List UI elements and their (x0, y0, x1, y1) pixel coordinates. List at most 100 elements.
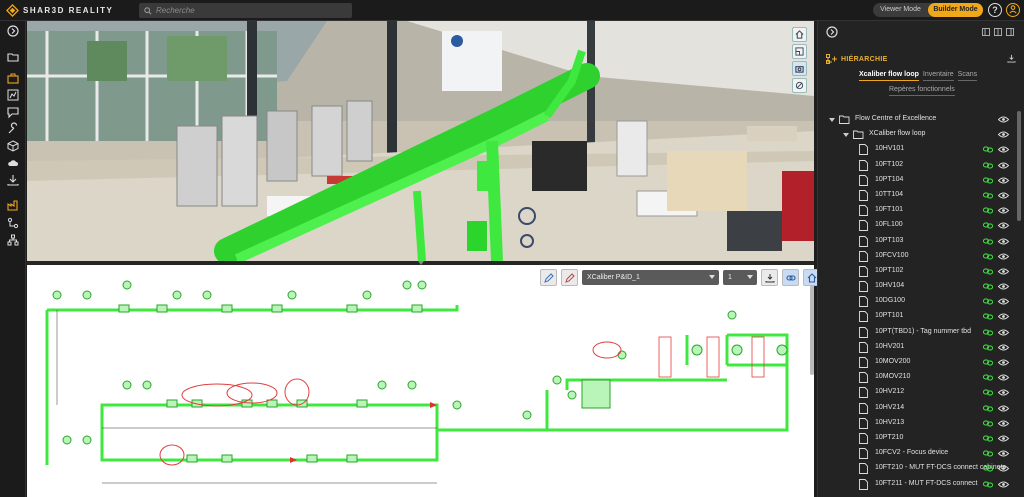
link-icon[interactable] (983, 282, 993, 291)
eye-icon[interactable] (997, 465, 1010, 472)
annotate-button[interactable] (540, 269, 557, 286)
link-icon[interactable] (983, 161, 993, 170)
layout-right-icon[interactable] (1006, 28, 1014, 36)
viewer-mode-button[interactable]: Viewer Mode (880, 6, 921, 13)
link-icon[interactable] (983, 176, 993, 185)
tree-item-row[interactable]: 10FT211 - MUT FT-DCS connect (818, 477, 1014, 492)
eye-icon[interactable] (997, 238, 1010, 245)
download-icon[interactable] (1007, 54, 1016, 63)
tools-icon[interactable] (7, 122, 19, 135)
view-splitter[interactable] (27, 261, 814, 265)
tree-item-row[interactable]: 10PT102 (818, 264, 1014, 279)
folder-icon[interactable] (7, 51, 19, 63)
panel-toggle-icon[interactable] (826, 26, 838, 38)
link-icon[interactable] (983, 237, 993, 246)
pid-diagram[interactable]: XCaliber P&ID_1 1 (27, 265, 820, 497)
eye-icon[interactable] (997, 146, 1010, 153)
link-icon[interactable] (983, 419, 993, 428)
tab-reperes-fonctionnels[interactable]: Repères fonctionnels (889, 86, 955, 96)
tree-item-row[interactable]: 10MOV200 (818, 355, 1014, 370)
tree-item-row[interactable]: 10HV213 (818, 416, 1014, 431)
link-icon[interactable] (983, 221, 993, 230)
search-input[interactable] (156, 6, 346, 15)
caret-down-icon[interactable] (843, 133, 849, 138)
tab-flow-loop[interactable]: Xcaliber flow loop (859, 71, 919, 81)
link-icon[interactable] (983, 297, 993, 306)
tree-item-row[interactable]: 10PT101 (818, 309, 1014, 324)
eye-icon[interactable] (997, 283, 1010, 290)
eye-icon[interactable] (997, 116, 1010, 123)
eye-icon[interactable] (997, 389, 1010, 396)
eye-icon[interactable] (997, 405, 1010, 412)
link-icon[interactable] (983, 358, 993, 367)
eye-icon[interactable] (997, 131, 1010, 138)
eye-icon[interactable] (997, 344, 1010, 351)
tree-item-row[interactable]: 10FT101 (818, 203, 1014, 218)
workflow-icon[interactable] (7, 217, 19, 229)
tree-item-row[interactable]: 10HV101 (818, 142, 1014, 157)
viewer-3d[interactable] (27, 21, 814, 264)
tree-item-row[interactable]: 10MOV210 (818, 370, 1014, 385)
tree-item-row[interactable]: 10PT210 (818, 431, 1014, 446)
tree-item-row[interactable]: 10HV201 (818, 340, 1014, 355)
tree-item-row[interactable]: 10HV104 (818, 279, 1014, 294)
tab-scans[interactable]: Scans (957, 71, 978, 81)
tree-item-row[interactable]: 10DG100 (818, 294, 1014, 309)
link-icon[interactable] (983, 373, 993, 382)
eye-icon[interactable] (997, 253, 1010, 260)
tree-item-row[interactable]: 10FT102 (818, 158, 1014, 173)
link-icon[interactable] (983, 267, 993, 276)
link-icon[interactable] (983, 191, 993, 200)
layout-left-icon[interactable] (982, 28, 990, 36)
link-icon[interactable] (983, 480, 993, 489)
home-view-button[interactable] (792, 27, 807, 42)
tree-item-row[interactable]: 10FCV100 (818, 249, 1014, 264)
tree-item-row[interactable]: 10FCV2 - Focus device (818, 446, 1014, 461)
cloud-icon[interactable] (7, 157, 19, 169)
eye-icon[interactable] (997, 313, 1010, 320)
page-select[interactable]: 1 (723, 270, 757, 285)
eye-icon[interactable] (997, 207, 1010, 214)
briefcase-icon[interactable] (7, 72, 19, 84)
collapse-toggle-icon[interactable] (7, 25, 19, 37)
sync-view-button[interactable] (782, 269, 799, 286)
eye-icon[interactable] (997, 192, 1010, 199)
layout-split-icon[interactable] (994, 28, 1002, 36)
link-icon[interactable] (983, 328, 993, 337)
user-avatar-icon[interactable] (1006, 3, 1020, 17)
tree-item-row[interactable]: 10TT104 (818, 188, 1014, 203)
tree-item-row[interactable]: 10PT103 (818, 234, 1014, 249)
sitemap-icon[interactable] (7, 234, 19, 246)
eye-icon[interactable] (997, 329, 1010, 336)
link-icon[interactable] (983, 252, 993, 261)
eye-icon[interactable] (997, 374, 1010, 381)
link-icon[interactable] (983, 464, 993, 473)
hide-button[interactable] (792, 78, 807, 93)
eye-icon[interactable] (997, 450, 1010, 457)
camera-button[interactable] (792, 61, 807, 76)
document-select[interactable]: XCaliber P&ID_1 (582, 270, 719, 285)
panel-scrollbar[interactable] (1017, 111, 1021, 221)
eye-icon[interactable] (997, 420, 1010, 427)
tree-item-row[interactable]: 10HV212 (818, 385, 1014, 400)
tree-item-row[interactable]: 10HV214 (818, 401, 1014, 416)
splitter-handle-icon[interactable] (418, 261, 424, 265)
logo[interactable]: SHAR3D REALITY (6, 3, 113, 18)
builder-mode-button[interactable]: Builder Mode (928, 3, 983, 17)
tree-item-row[interactable]: 10PT104 (818, 173, 1014, 188)
tree-item-row[interactable]: 10PT(TBD1) - Tag nummer tbd (818, 325, 1014, 340)
link-icon[interactable] (983, 343, 993, 352)
caret-down-icon[interactable] (829, 118, 835, 122)
search-box[interactable] (139, 3, 352, 18)
factory-icon[interactable] (7, 199, 19, 211)
eye-icon[interactable] (997, 481, 1010, 488)
link-icon[interactable] (983, 388, 993, 397)
link-icon[interactable] (983, 449, 993, 458)
eye-icon[interactable] (997, 222, 1010, 229)
link-icon[interactable] (983, 404, 993, 413)
eye-icon[interactable] (997, 359, 1010, 366)
eye-icon[interactable] (997, 435, 1010, 442)
floorplan-button[interactable] (792, 44, 807, 59)
tree-folder-row[interactable]: XCaliber flow loop (818, 127, 1014, 142)
help-icon[interactable]: ? (988, 3, 1002, 17)
